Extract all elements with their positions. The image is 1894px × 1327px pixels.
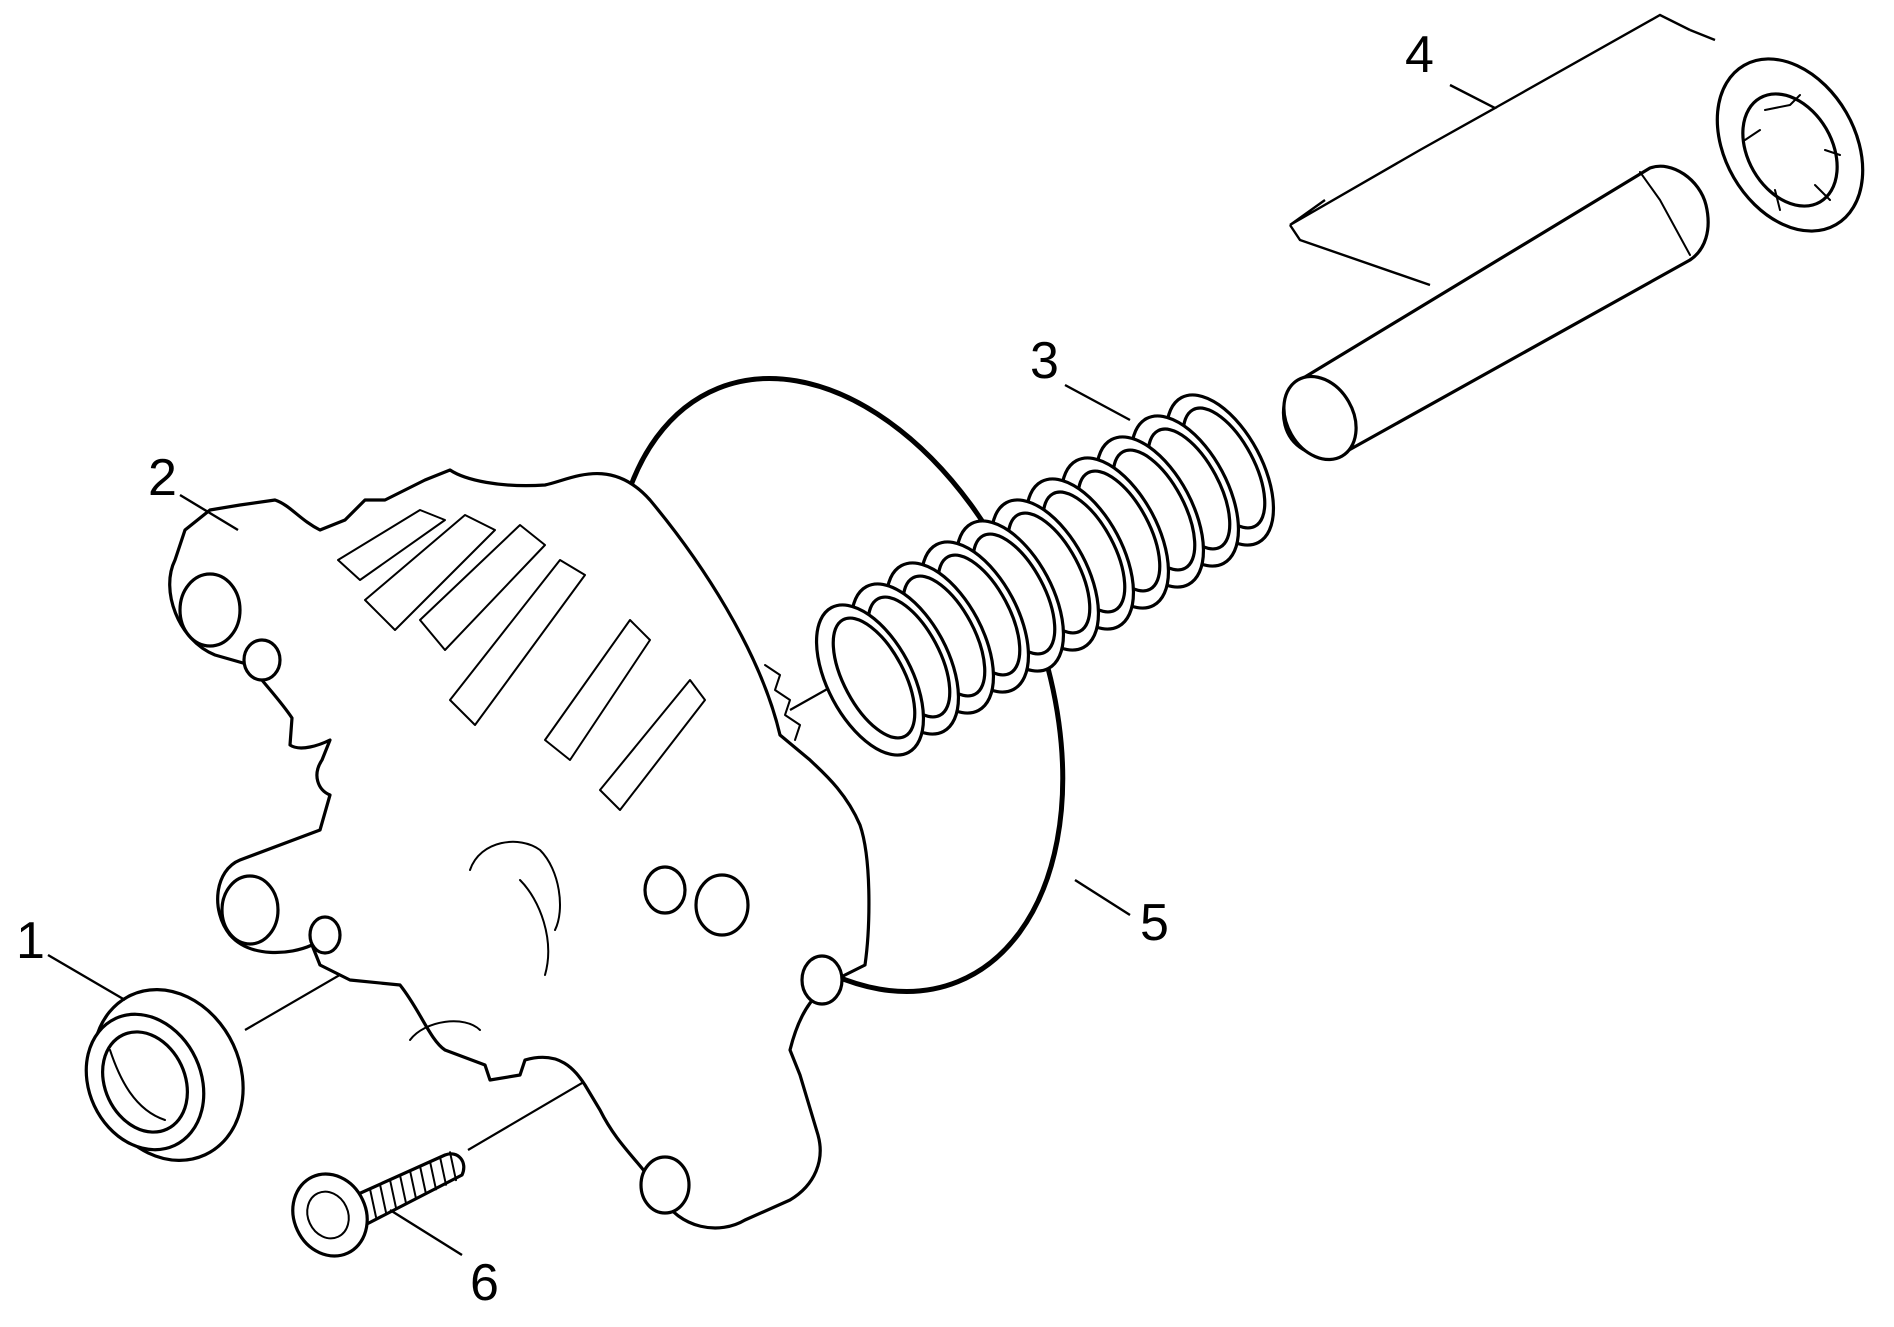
screw-thread — [409, 1169, 417, 1200]
screw-thread — [389, 1178, 397, 1209]
spring-part — [814, 393, 1276, 757]
callout-4: 4 — [1405, 26, 1434, 84]
screw-part — [291, 1151, 466, 1258]
screw-thread — [379, 1183, 387, 1214]
callout-5: 5 — [1140, 894, 1169, 952]
callout-1: 1 — [16, 912, 45, 970]
screw-thread — [419, 1165, 427, 1195]
callout-2: 2 — [148, 449, 177, 507]
callouts: 1 2 3 4 5 6 — [16, 26, 1434, 1312]
leader-lines — [47, 13, 1716, 1257]
seal-part — [84, 988, 245, 1162]
screw-thread — [449, 1151, 457, 1182]
retaining-washer-part — [1715, 57, 1865, 233]
spring-coil-inner — [831, 616, 917, 740]
callout-6: 6 — [470, 1254, 499, 1312]
screw-thread — [429, 1160, 437, 1191]
callout-3: 3 — [1030, 332, 1059, 390]
screw-thread — [439, 1155, 447, 1186]
spring-coil — [814, 603, 926, 757]
screw-thread — [369, 1188, 377, 1218]
screw-thread — [399, 1174, 407, 1205]
housing-part — [168, 468, 871, 1230]
pin-part — [1281, 164, 1710, 462]
